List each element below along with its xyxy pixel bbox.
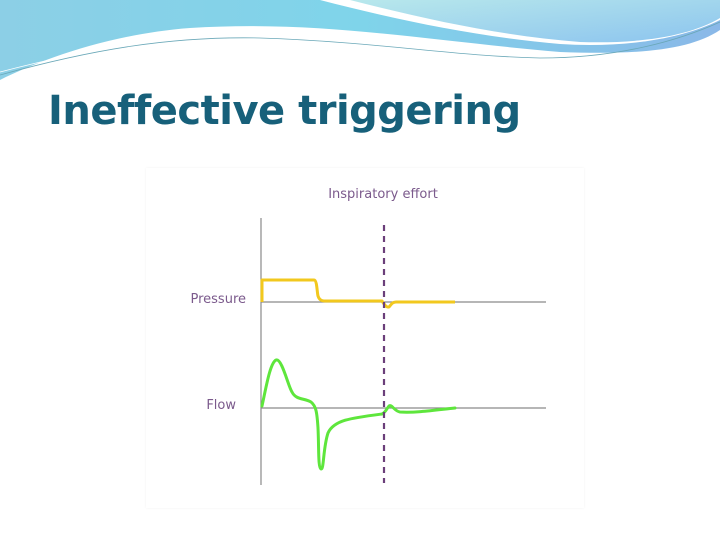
ventilator-waveform-diagram: Inspiratory effort Pressure Flow xyxy=(146,168,584,508)
flow-label: Flow xyxy=(206,398,236,413)
pressure-label: Pressure xyxy=(190,292,246,307)
header-wave-banner xyxy=(0,0,720,80)
slide-title: Ineffective triggering xyxy=(48,88,521,134)
inspiratory-effort-label: Inspiratory effort xyxy=(328,187,438,202)
pressure-waveform xyxy=(260,278,455,309)
flow-waveform xyxy=(260,358,457,471)
